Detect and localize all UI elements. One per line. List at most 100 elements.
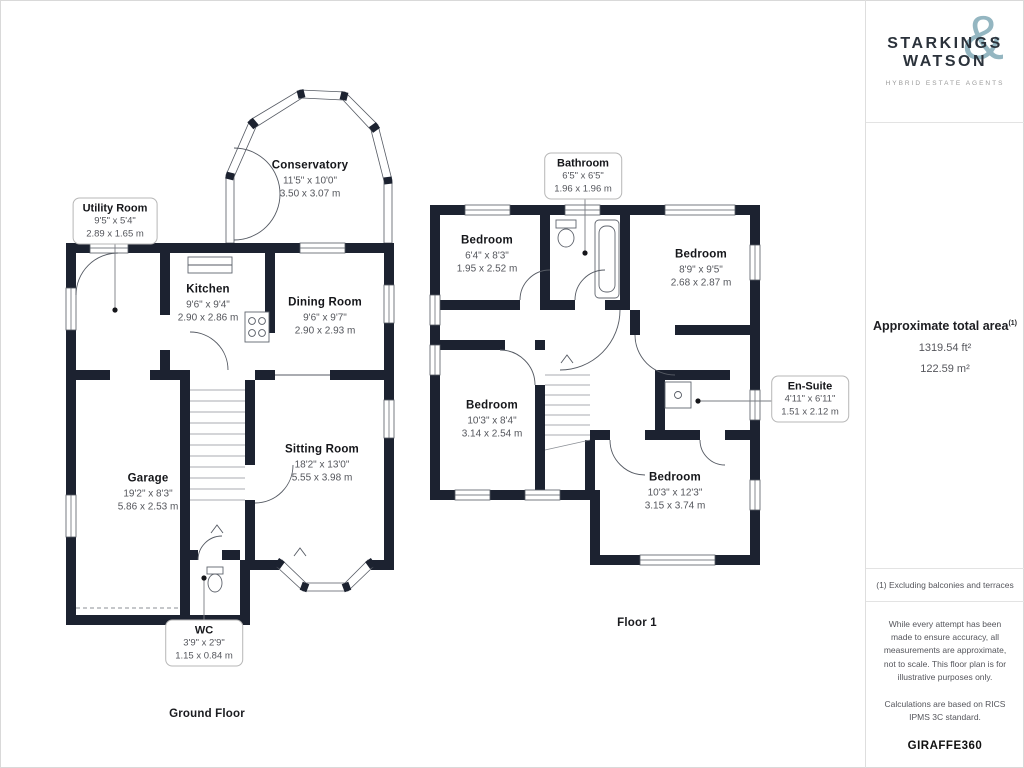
room-metric: 1.51 x 2.12 m xyxy=(781,406,839,418)
disclaimer-text-2: Calculations are based on RICS IPMS 3C s… xyxy=(884,698,1006,723)
sidebar: & STARKINGS WATSON HYBRID ESTATE AGENTS … xyxy=(865,0,1024,768)
door-arc xyxy=(634,334,676,376)
disclaimer-section: While every attempt has been made to ens… xyxy=(866,602,1024,768)
door-arc xyxy=(233,147,281,195)
total-area-section: Approximate total area(1) 1319.54 ft² 12… xyxy=(866,123,1024,568)
windows xyxy=(429,204,761,566)
door-arc xyxy=(254,464,294,504)
room-imperial: 19'2" x 8'3" xyxy=(123,488,173,500)
room-imperial: 9'6" x 9'7" xyxy=(303,312,347,324)
callout-ensuite: En-Suite 4'11" x 6'11" 1.51 x 2.12 m xyxy=(771,375,849,423)
plan-area: Conservatory 11'5" x 10'0" 3.50 x 3.07 m… xyxy=(65,89,849,720)
logo-word-1: STARKINGS xyxy=(887,35,1003,53)
leader-bathroom xyxy=(582,198,588,256)
room-metric: 3.50 x 3.07 m xyxy=(279,188,341,200)
door-arc xyxy=(189,331,229,371)
room-label-conservatory: Conservatory 11'5" x 10'0" 3.50 x 3.07 m xyxy=(272,159,349,202)
door-arc xyxy=(519,269,551,301)
stairs xyxy=(190,389,245,534)
toilet-icon xyxy=(206,566,224,593)
room-metric: 1.96 x 1.96 m xyxy=(554,183,612,195)
room-name: Bedroom xyxy=(461,234,513,247)
door-arc xyxy=(197,535,223,561)
door-arc xyxy=(574,269,606,301)
door-arc xyxy=(233,193,281,241)
room-imperial: 11'5" x 10'0" xyxy=(282,175,338,187)
room-label-bedroom-tr: Bedroom 8'9" x 9'5" 2.68 x 2.87 m xyxy=(671,248,732,291)
hob-icon xyxy=(244,311,270,343)
bath-icon xyxy=(594,219,620,299)
logo-words: STARKINGS WATSON xyxy=(887,35,1003,70)
leader-ensuite xyxy=(695,398,775,404)
first-floor-plan xyxy=(429,198,775,566)
room-metric: 2.90 x 2.86 m xyxy=(177,312,239,324)
door-arc xyxy=(699,439,726,466)
callout-wc: WC 3'9" x 2'9" 1.15 x 0.84 m xyxy=(165,619,243,667)
room-imperial: 6'4" x 8'3" xyxy=(465,250,509,262)
up-arrow-icon xyxy=(293,547,307,557)
room-metric: 3.14 x 2.54 m xyxy=(461,428,523,440)
up-arrow-icon xyxy=(560,354,574,364)
room-metric: 5.55 x 3.98 m xyxy=(291,472,353,484)
ground-floor-title: Ground Floor xyxy=(169,708,245,720)
room-name: Bathroom xyxy=(557,157,609,170)
room-imperial: 18'2" x 13'0" xyxy=(294,459,350,471)
room-name: Sitting Room xyxy=(285,443,359,456)
room-metric: 2.68 x 2.87 m xyxy=(670,277,732,289)
ground-floor-plan xyxy=(65,89,395,625)
conservatory-bay-window xyxy=(225,89,393,244)
room-name: Bedroom xyxy=(675,248,727,261)
total-area-title: Approximate total area(1) xyxy=(866,319,1024,333)
up-arrow-icon xyxy=(210,524,224,534)
room-name: Bedroom xyxy=(649,471,701,484)
room-metric: 2.90 x 2.93 m xyxy=(294,325,356,337)
logo-word-2: WATSON xyxy=(902,53,987,70)
disclaimer-text-1: While every attempt has been made to ens… xyxy=(883,618,1007,682)
room-name: En-Suite xyxy=(787,380,833,393)
footnote: (1) Excluding balconies and terraces xyxy=(866,567,1024,602)
leader-wc xyxy=(201,575,207,622)
callout-utility-room: Utility Room 9'5" x 5'4" 2.89 x 1.65 m xyxy=(72,197,158,245)
ground-floor-walls xyxy=(66,243,394,625)
leader-utility xyxy=(112,243,118,313)
stairs xyxy=(544,354,591,451)
total-area-label: Approximate total area xyxy=(872,319,1009,333)
room-metric: 1.95 x 2.52 m xyxy=(456,263,518,275)
provider-suffix: 360 xyxy=(961,740,983,753)
room-label-sitting: Sitting Room 18'2" x 13'0" 5.55 x 3.98 m xyxy=(285,443,359,486)
provider-logo: GIRAFFE360 xyxy=(879,738,1011,756)
room-label-dining: Dining Room 9'6" x 9'7" 2.90 x 2.93 m xyxy=(288,296,362,339)
room-imperial: 3'9" x 2'9" xyxy=(183,637,225,649)
door-arc xyxy=(559,309,621,371)
total-area-ft: 1319.54 ft² xyxy=(918,342,972,354)
room-label-bedroom-tl: Bedroom 6'4" x 8'3" 1.95 x 2.52 m xyxy=(457,234,518,277)
kitchen-counter-icon xyxy=(187,256,233,274)
toilet-icon xyxy=(555,219,577,248)
callout-bathroom: Bathroom 6'5" x 6'5" 1.96 x 1.96 m xyxy=(544,152,622,200)
room-label-bedroom-ml: Bedroom 10'3" x 8'4" 3.14 x 2.54 m xyxy=(462,399,523,442)
room-imperial: 9'5" x 5'4" xyxy=(94,215,136,227)
room-metric: 3.15 x 3.74 m xyxy=(644,500,706,512)
room-label-garage: Garage 19'2" x 8'3" 5.86 x 2.53 m xyxy=(118,472,179,515)
logo-tagline: HYBRID ESTATE AGENTS xyxy=(885,79,1005,87)
door-arc xyxy=(75,252,119,296)
room-label-kitchen: Kitchen 9'6" x 9'4" 2.90 x 2.86 m xyxy=(178,283,239,326)
total-area-footnote-ref: (1) xyxy=(1008,319,1018,327)
room-name: WC xyxy=(194,624,214,637)
room-name: Bedroom xyxy=(466,399,518,412)
room-name: Kitchen xyxy=(186,283,230,296)
door-arc xyxy=(609,439,646,476)
room-imperial: 4'11" x 6'11" xyxy=(784,393,836,405)
room-name: Dining Room xyxy=(288,296,362,309)
door-arc xyxy=(499,349,536,386)
logo-ampersand: & xyxy=(962,4,1004,73)
total-area-m: 122.59 m² xyxy=(920,363,970,375)
room-metric: 5.86 x 2.53 m xyxy=(117,501,179,513)
room-name: Conservatory xyxy=(271,159,349,172)
first-floor-title: Floor 1 xyxy=(617,617,657,629)
room-name: Garage xyxy=(127,472,169,485)
room-metric: 1.15 x 0.84 m xyxy=(175,650,233,662)
shower-icon xyxy=(664,381,692,409)
sitting-room-bay-window xyxy=(274,557,376,593)
